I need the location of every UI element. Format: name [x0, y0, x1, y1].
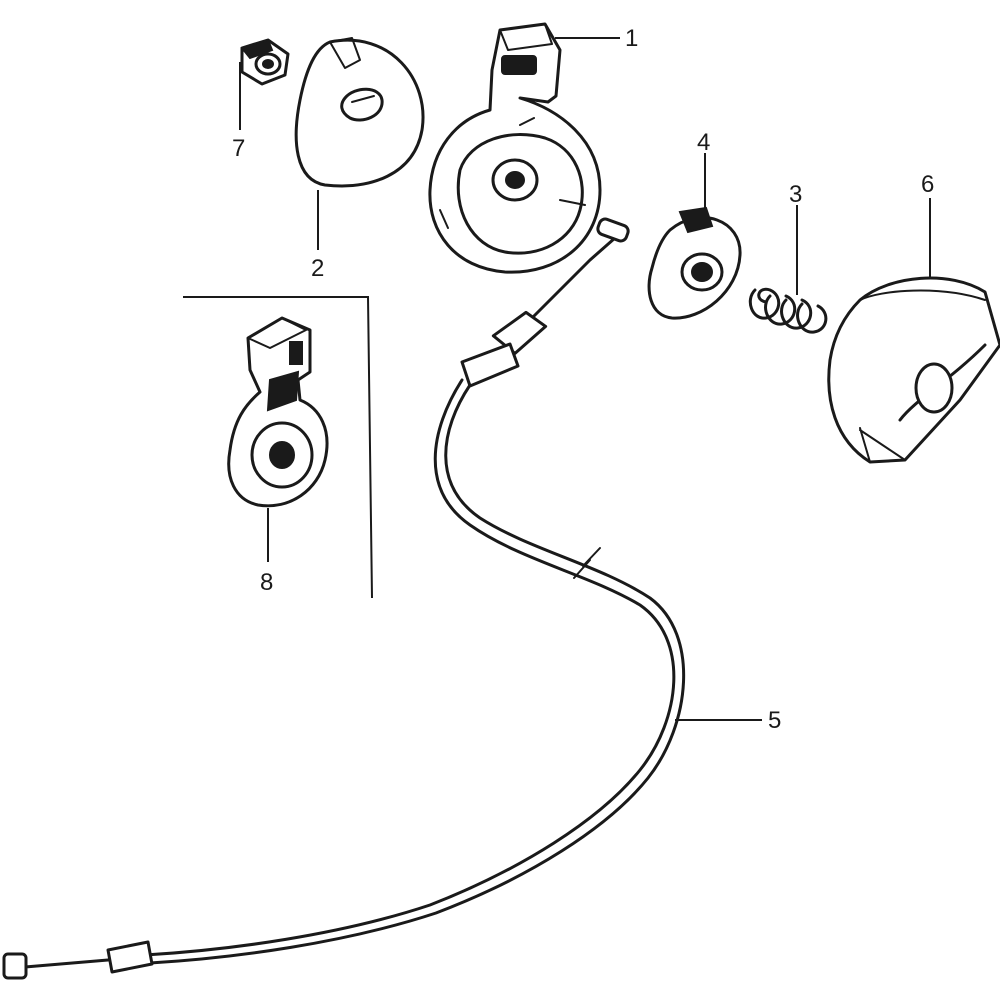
- part-4-pulley: [647, 206, 742, 320]
- part-1-housing: [428, 22, 602, 274]
- part-2-plate: [294, 37, 425, 188]
- callout-8: 8: [260, 569, 273, 596]
- part-3-spring: [748, 287, 828, 334]
- leader-lines: [239, 37, 931, 721]
- callout-6: 6: [921, 171, 934, 198]
- part-6-cover: [827, 276, 1000, 464]
- callout-3: 3: [789, 181, 802, 208]
- callout-7: 7: [232, 135, 245, 162]
- part-8-bracket: [183, 296, 373, 599]
- callout-4: 4: [697, 129, 710, 156]
- callout-2: 2: [311, 255, 324, 282]
- part-5-cable: [2, 217, 686, 980]
- part-8-housing: [227, 316, 329, 508]
- part-7-nut: [240, 38, 290, 86]
- callout-5: 5: [768, 707, 781, 734]
- callout-1: 1: [625, 25, 638, 52]
